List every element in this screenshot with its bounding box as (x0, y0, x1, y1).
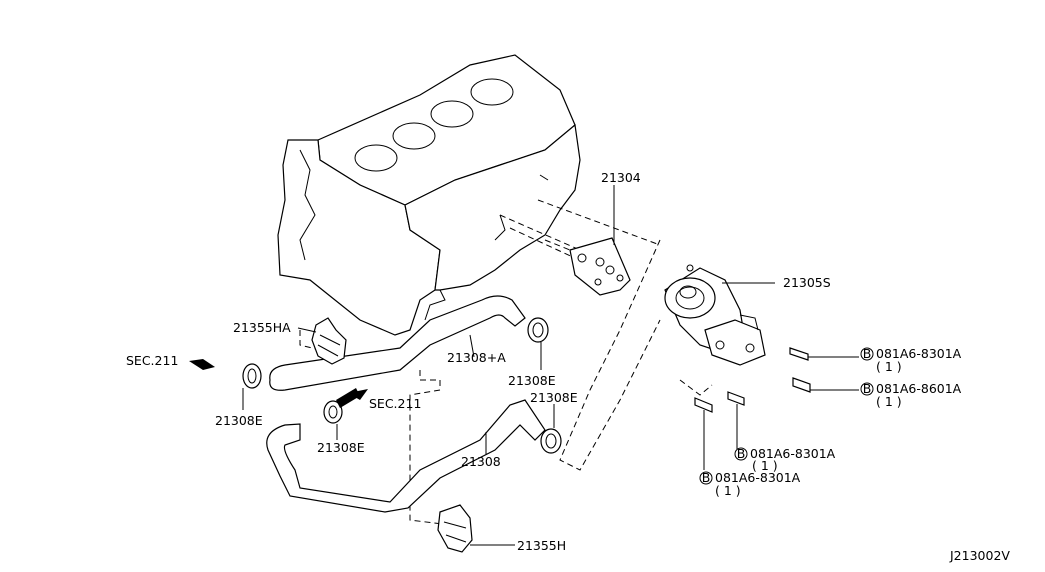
bolt1-marker: B (863, 346, 872, 361)
label-sec211-left: SEC.211 (126, 353, 178, 368)
bolt-marker-icon (734, 447, 748, 461)
hose-21308 (266, 399, 546, 513)
holder-21355ha (311, 317, 347, 365)
label-21355h: 21355H (517, 538, 566, 553)
label-21305s: 21305S (783, 275, 831, 290)
bracket-21304 (569, 237, 631, 296)
diagram-id: J213002V (949, 548, 1010, 563)
bolt-marker-icon (699, 471, 713, 485)
hose-holders (311, 317, 473, 553)
label-21355ha: 21355HA (233, 320, 291, 335)
cylinder-bore (430, 100, 474, 128)
bolt-marker-icon (860, 382, 874, 396)
label-21308-a: 21308+A (447, 350, 506, 365)
label-21308e-right: 21308E (530, 390, 578, 405)
bolt3-marker: B (737, 446, 746, 461)
label-21304: 21304 (601, 170, 641, 185)
label-21308: 21308 (461, 454, 501, 469)
bolt-markers: B B B B (699, 346, 874, 485)
bolt4-code: 081A6-8301A (715, 470, 801, 485)
bolt2-qty: ( 1 ) (876, 394, 902, 409)
label-leaders (242, 185, 859, 546)
clamps-21308e (242, 317, 562, 454)
assembly-leaders (299, 199, 713, 526)
bolt3-code: 081A6-8301A (750, 446, 836, 461)
bolt-marker-icon (860, 347, 874, 361)
clamp (527, 317, 549, 343)
cylinder-bore (470, 78, 514, 106)
label-21308e-mid: 21308E (317, 440, 365, 455)
bolt3-qty: ( 1 ) (752, 458, 778, 473)
sec211-arrows (189, 359, 368, 408)
bolt1-qty: ( 1 ) (876, 359, 902, 374)
arrow-left-icon (189, 359, 215, 370)
clamp (323, 400, 343, 424)
bolt4-qty: ( 1 ) (715, 483, 741, 498)
bolt4-marker: B (702, 470, 711, 485)
label-sec211-mid: SEC.211 (369, 396, 421, 411)
bolt2-marker: B (863, 381, 872, 396)
bolts (694, 347, 811, 413)
engine-block (277, 54, 581, 336)
bolt1-code: 081A6-8301A (876, 346, 962, 361)
clamp (242, 363, 262, 389)
label-21308e-left: 21308E (215, 413, 263, 428)
cylinder-bore (392, 122, 436, 150)
holder-21355h (437, 504, 473, 553)
bolt2-code: 081A6-8601A (876, 381, 962, 396)
hose-21308-a (269, 295, 526, 391)
clamp (540, 428, 562, 454)
cylinder-bore (354, 144, 398, 172)
label-21308e-upper: 21308E (508, 373, 556, 388)
oil-cooler-21305s (664, 264, 766, 366)
